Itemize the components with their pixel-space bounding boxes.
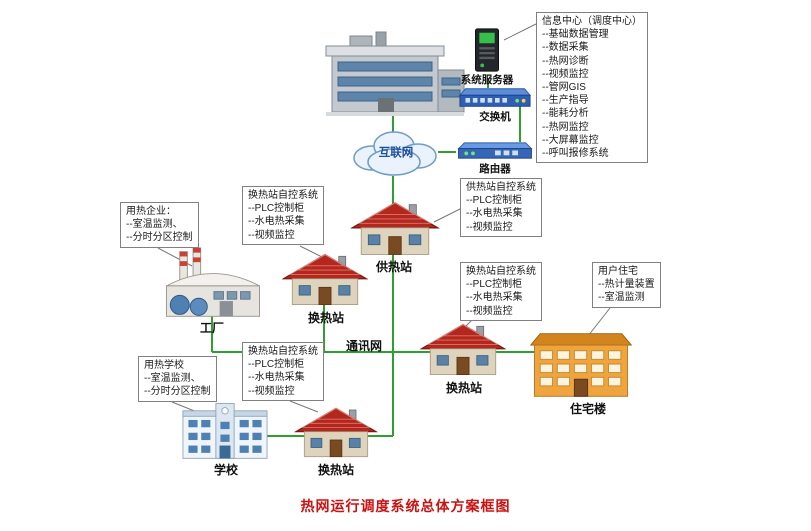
annotation-line: 用户住宅 <box>598 266 638 277</box>
info-center-item: --视频监控 <box>542 68 589 80</box>
annotation-school: 用热学校 --室温监测、 --分时分区控制 <box>138 356 217 402</box>
annotation-line: --水电热采集 <box>466 208 523 220</box>
annotation-line: --视频监控 <box>248 385 295 397</box>
annotation-line: --PLC控制柜 <box>466 195 523 207</box>
residential-label: 住宅楼 <box>569 402 606 416</box>
annotation-line: --室温监测 <box>598 292 645 304</box>
annotation-line: 换热站自控系统 <box>248 190 318 201</box>
info-center-title: 信息中心（调度中心） <box>542 16 642 27</box>
internet-label: 互联网 <box>378 147 414 159</box>
info-center-item: --热网监控 <box>542 121 589 133</box>
exchange-station-1-label: 换热站 <box>307 311 344 325</box>
heat-supply-label: 供热站 <box>375 260 412 274</box>
exchange-station-3-label: 换热站 <box>317 463 354 477</box>
school-icon <box>178 398 272 462</box>
residential-building-icon <box>528 328 634 402</box>
factory-label: 工厂 <box>199 321 224 335</box>
switch-icon <box>456 86 534 110</box>
annotation-supply-sys: 供热站自控系统 --PLC控制柜 --水电热采集 --视频监控 <box>460 178 542 237</box>
annotation-line: --热计量装置 <box>598 279 655 291</box>
annotation-line: --水电热采集 <box>248 372 305 384</box>
annotation-line: --水电热采集 <box>466 292 523 304</box>
annotation-line: --水电热采集 <box>248 216 305 228</box>
exchange-station-3-icon <box>292 400 380 460</box>
annotation-line: 换热站自控系统 <box>466 266 536 277</box>
server-icon <box>466 26 508 74</box>
diagram-caption: 热网运行调度系统总体方案框图 <box>300 498 511 514</box>
annotation-line: --分时分区控制 <box>126 232 193 244</box>
annotation-line: 用热学校 <box>144 360 184 371</box>
info-center-item: --能耗分析 <box>542 108 589 120</box>
annotation-line: 用热企业： <box>126 206 176 217</box>
annotation-exchange-sys-1: 换热站自控系统 --PLC控制柜 --水电热采集 --视频监控 <box>242 186 324 245</box>
annotation-line: --室温监测、 <box>126 219 183 231</box>
annotation-exchange-sys-2: 换热站自控系统 --PLC控制柜 --水电热采集 --视频监控 <box>460 262 542 321</box>
router-label: 路由器 <box>479 163 511 175</box>
switch-label: 交换机 <box>479 111 511 123</box>
info-center-item: --热网诊断 <box>542 55 589 67</box>
control-center-building <box>316 24 468 126</box>
annotation-line: --视频监控 <box>466 305 513 317</box>
annotation-enterprise: 用热企业： --室温监测、 --分时分区控制 <box>120 202 199 248</box>
exchange-station-1-icon <box>280 246 370 308</box>
annotation-exchange-sys-3: 换热站自控系统 --PLC控制柜 --水电热采集 --视频监控 <box>242 342 324 401</box>
info-center-item: --数据采集 <box>542 42 589 54</box>
router-icon <box>456 139 534 162</box>
info-center-box: 信息中心（调度中心） --基础数据管理 --数据采集 --热网诊断 --视频监控… <box>536 12 648 164</box>
info-center-item: --基础数据管理 <box>542 29 609 41</box>
annotation-line: --PLC控制柜 <box>248 203 305 215</box>
annotation-line: 供热站自控系统 <box>466 182 536 193</box>
exchange-station-2-icon <box>418 316 508 378</box>
factory-icon <box>160 246 266 322</box>
info-center-item: --大屏幕监控 <box>542 134 599 146</box>
comm-net-label: 通讯网 <box>345 339 382 353</box>
info-center-item: --呼叫报修系统 <box>542 147 609 159</box>
annotation-line: 换热站自控系统 <box>248 346 318 357</box>
annotation-residence: 用户住宅 --热计量装置 --室温监测 <box>592 262 661 308</box>
annotation-line: --视频监控 <box>466 221 513 233</box>
exchange-station-2-label: 换热站 <box>445 381 482 395</box>
school-label: 学校 <box>213 463 238 477</box>
info-center-item: --生产指导 <box>542 95 589 107</box>
info-center-item: --管网GIS <box>542 81 586 93</box>
annotation-line: --PLC控制柜 <box>466 279 523 291</box>
annotation-line: --PLC控制柜 <box>248 359 305 371</box>
annotation-line: --分时分区控制 <box>144 386 211 398</box>
annotation-line: --视频监控 <box>248 229 295 241</box>
annotation-line: --室温监测、 <box>144 373 201 385</box>
server-label: 系统服务器 <box>460 74 514 86</box>
